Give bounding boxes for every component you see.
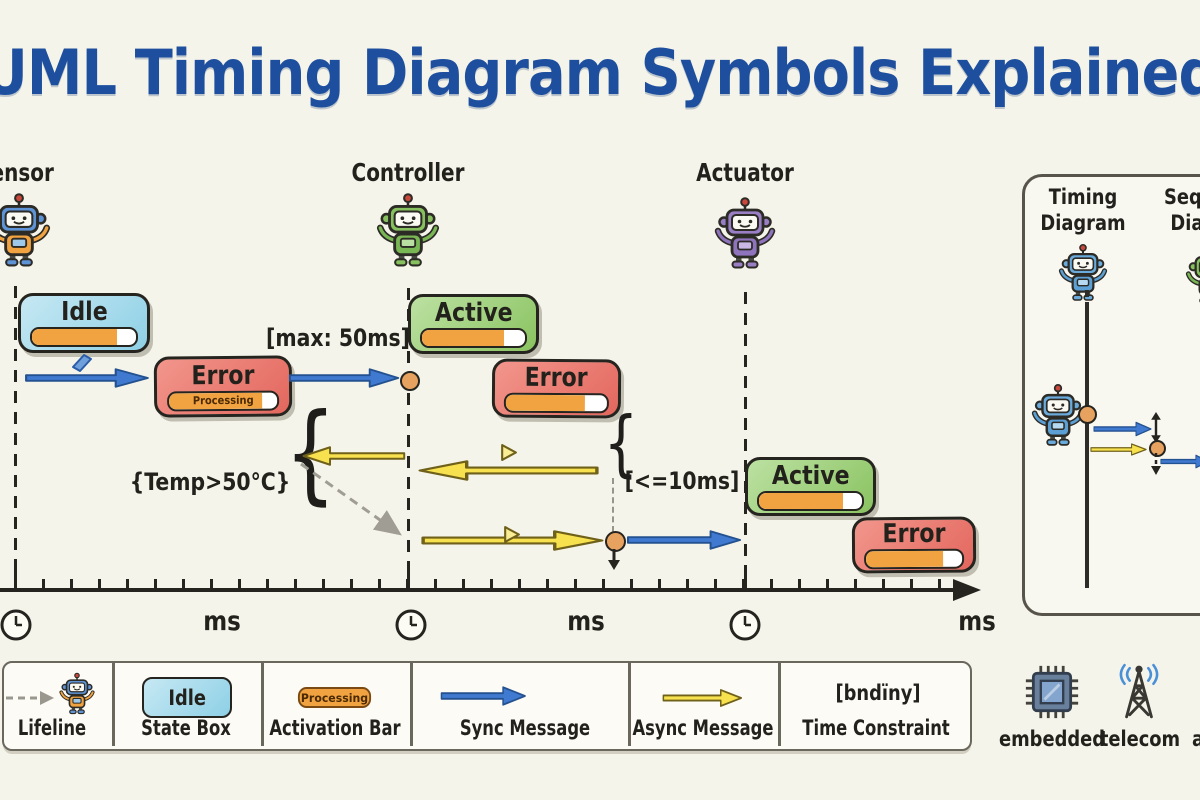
state-label: Idle bbox=[60, 297, 108, 327]
state-label: Error bbox=[882, 518, 946, 550]
mini-robot-icon bbox=[1057, 243, 1109, 302]
legend-time-constraint-sample: [bndïny] bbox=[835, 681, 921, 705]
lifeline-crossref-dashed-arrow bbox=[300, 462, 402, 536]
sensor-lifeline bbox=[13, 286, 17, 588]
lifeline-label-controller: Controller bbox=[351, 158, 465, 187]
legend-divider bbox=[778, 662, 781, 746]
legend-async-arrow-icon bbox=[662, 689, 743, 707]
state-box-error-1: Error Processing bbox=[153, 355, 293, 418]
legend-activation-bar-text: Processing bbox=[300, 690, 369, 705]
legend-state-box-sample: Idle bbox=[142, 677, 232, 718]
major-tick bbox=[743, 571, 747, 590]
state-box-active-2: Active bbox=[745, 457, 876, 516]
clock-icon bbox=[395, 609, 427, 641]
major-tick bbox=[13, 571, 17, 590]
telecom-tower-icon bbox=[1119, 663, 1159, 719]
embedded-chip-icon bbox=[1025, 665, 1079, 719]
mini-robot-icon bbox=[1184, 246, 1200, 305]
activation-bar bbox=[863, 548, 965, 570]
sync-message-arrow bbox=[25, 368, 149, 388]
event-point bbox=[1078, 405, 1097, 424]
async-message-arrow bbox=[418, 460, 599, 481]
state-label: Error bbox=[524, 362, 589, 393]
state-box-error-2: Error bbox=[491, 358, 622, 419]
lifeline-label-actuator: Actuator bbox=[696, 158, 794, 187]
guard-temp-constraint: {Temp>50°C} bbox=[129, 468, 291, 496]
activation-bar: Processing bbox=[166, 390, 280, 411]
page-title: UML Timing Diagram Symbols Explained bbox=[0, 36, 1200, 109]
time-unit-label: ms bbox=[958, 606, 996, 637]
activation-bar-label: Processing bbox=[192, 393, 254, 407]
time-constraint-10ms: [<=10ms] bbox=[624, 467, 740, 495]
lifeline-label-sensor: Sensor bbox=[0, 158, 54, 187]
major-tick bbox=[406, 571, 410, 590]
legend-activation-bar-sample: Processing bbox=[297, 687, 372, 708]
legend-divider bbox=[628, 662, 631, 746]
panel-title-sequence: Sequence Diagram bbox=[1164, 185, 1200, 235]
async-message-arrow bbox=[421, 530, 604, 551]
activation-bar bbox=[30, 327, 138, 347]
legend-label-state-box: State Box bbox=[141, 716, 231, 740]
actuator-robot-icon bbox=[713, 196, 777, 270]
legend-divider bbox=[112, 662, 115, 746]
double-arrow-icon bbox=[1151, 411, 1161, 444]
async-marker-triangle-icon bbox=[504, 526, 520, 543]
time-axis bbox=[0, 588, 956, 592]
actuator-lifeline bbox=[743, 292, 747, 588]
sync-message-arrow bbox=[1093, 421, 1152, 437]
clock-icon bbox=[0, 609, 32, 641]
legend-state-box-text: Idle bbox=[168, 685, 206, 710]
state-box-error-3: Error bbox=[851, 516, 977, 574]
legend-label-time-constraint: Time Constraint bbox=[802, 716, 950, 740]
controller-lifeline bbox=[406, 288, 410, 588]
legend-label-activation-bar: Activation Bar bbox=[269, 716, 401, 740]
duration-brace-icon: { bbox=[603, 401, 639, 485]
panel-lifeline bbox=[1085, 302, 1089, 588]
async-message-arrow bbox=[1090, 443, 1147, 456]
legend-sync-arrow-icon bbox=[440, 686, 526, 706]
footer-tag-embedded: embedded bbox=[998, 727, 1106, 751]
legend-label-async-message: Async Message bbox=[632, 716, 774, 740]
state-label: Active bbox=[771, 460, 850, 491]
async-marker-triangle-icon bbox=[501, 444, 517, 461]
message-flag-icon bbox=[72, 354, 92, 372]
activation-bar bbox=[757, 490, 864, 511]
activation-bar bbox=[420, 328, 527, 348]
async-message-arrow bbox=[302, 446, 406, 466]
legend-label-lifeline: Lifeline bbox=[17, 716, 87, 740]
down-arrow-icon bbox=[608, 549, 620, 570]
state-label: Active bbox=[434, 298, 513, 328]
footer-tag-telecom: telecom bbox=[1099, 727, 1181, 751]
lifeline-dashed-arrow-icon bbox=[6, 691, 54, 705]
panel-lifeline bbox=[1085, 290, 1089, 297]
footer-tag-cutoff: a bbox=[1192, 727, 1200, 751]
sensor-robot-icon bbox=[0, 192, 52, 268]
activation-bar bbox=[503, 392, 609, 413]
sync-message-arrow bbox=[288, 368, 400, 388]
legend-label-sync-message: Sync Message bbox=[459, 716, 591, 740]
legend-divider bbox=[410, 662, 413, 746]
clock-icon bbox=[729, 609, 761, 641]
time-axis-arrowhead bbox=[953, 579, 981, 601]
sync-message-arrow bbox=[1160, 454, 1200, 469]
mini-robot-icon bbox=[59, 672, 95, 715]
constraint-dashed-line bbox=[612, 478, 614, 532]
panel-title-timing: Timing Diagram bbox=[1040, 185, 1126, 235]
event-point bbox=[400, 371, 420, 391]
legend-divider bbox=[261, 662, 264, 746]
controller-robot-icon bbox=[375, 192, 441, 268]
time-constraint-max50ms: [max: 50ms] bbox=[266, 324, 410, 352]
state-label: Error bbox=[191, 360, 255, 391]
state-box-active-1: Active bbox=[408, 294, 539, 354]
time-unit-label: ms bbox=[203, 606, 241, 637]
sync-message-arrow bbox=[626, 530, 742, 550]
state-box-idle: Idle bbox=[18, 293, 150, 353]
time-axis-ticks bbox=[0, 579, 946, 589]
event-point bbox=[1149, 440, 1166, 457]
time-unit-label: ms bbox=[567, 606, 605, 637]
dashed-down-arrow-icon bbox=[1151, 453, 1161, 475]
